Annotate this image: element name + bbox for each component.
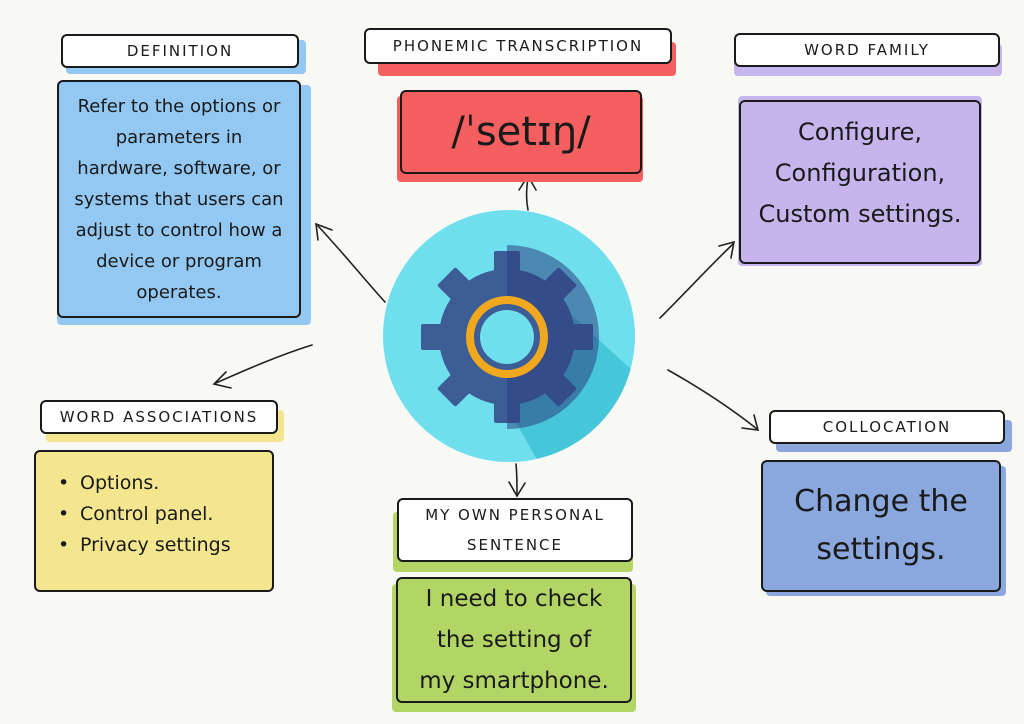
sentence-line: the setting of xyxy=(436,626,592,653)
sentence-label-line: MY OWN PERSONAL xyxy=(425,506,605,524)
word-family-line: Configure, xyxy=(798,118,922,146)
associations-box: Options. Control panel. Privacy settings xyxy=(34,450,274,592)
sentence-box: I need to check the setting of my smartp… xyxy=(396,577,632,703)
word-family-line: Custom settings. xyxy=(758,200,962,228)
gear-icon xyxy=(421,245,635,462)
list-item: Control panel. xyxy=(58,499,231,530)
arrow-to-sentence xyxy=(515,463,518,495)
list-item: Privacy settings xyxy=(58,530,231,561)
arrowhead-associations xyxy=(212,371,232,389)
arrow-to-word-family xyxy=(659,243,734,319)
collocation-line: settings. xyxy=(816,532,946,567)
arrowhead-collocation xyxy=(741,414,760,431)
center-circle xyxy=(383,210,635,462)
collocation-label: COLLOCATION xyxy=(769,410,1005,444)
associations-list: Options. Control panel. Privacy settings xyxy=(36,468,231,561)
arrowhead-sentence xyxy=(508,481,526,498)
word-family-label: WORD FAMILY xyxy=(734,33,1000,67)
definition-box: Refer to the options or parameters in ha… xyxy=(57,80,301,318)
definition-text: Refer to the options or parameters in ha… xyxy=(74,95,284,303)
sentence-label: MY OWN PERSONAL SENTENCE xyxy=(397,498,633,562)
sentence-label-line: SENTENCE xyxy=(466,536,564,554)
associations-label: WORD ASSOCIATIONS xyxy=(40,400,278,434)
sentence-line: my smartphone. xyxy=(419,667,609,694)
collocation-box: Change the settings. xyxy=(761,460,1001,592)
arrowhead-word-family xyxy=(718,240,736,259)
sentence-line: I need to check xyxy=(425,585,603,612)
phonemic-box: /ˈsetɪŋ/ xyxy=(400,90,642,174)
arrowhead-definition xyxy=(315,222,333,241)
collocation-line: Change the xyxy=(794,484,968,519)
arrow-to-definition xyxy=(317,225,386,303)
arrow-to-phonemic xyxy=(525,177,529,211)
list-item: Options. xyxy=(58,468,231,499)
phonemic-label: PHONEMIC TRANSCRIPTION xyxy=(364,28,672,64)
word-family-line: Configuration, xyxy=(774,159,946,187)
phonemic-text: /ˈsetɪŋ/ xyxy=(451,109,591,155)
arrow-to-associations xyxy=(215,344,313,384)
definition-label: DEFINITION xyxy=(61,34,299,68)
word-family-box: Configure, Configuration, Custom setting… xyxy=(739,100,981,264)
arrow-to-collocation xyxy=(667,369,758,430)
